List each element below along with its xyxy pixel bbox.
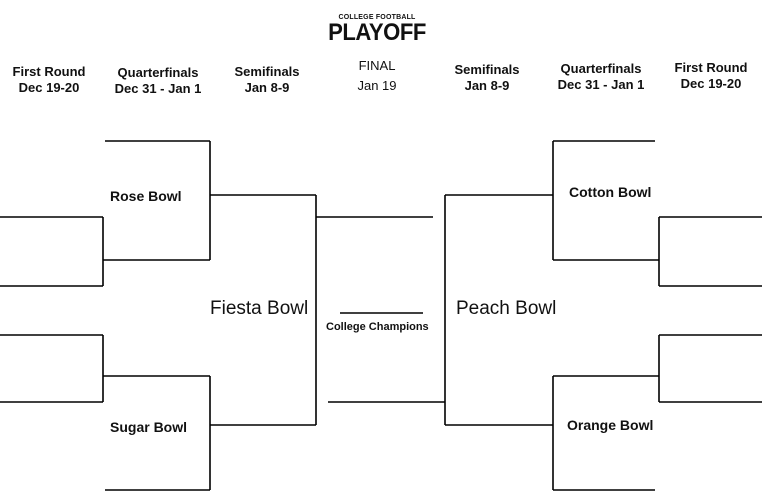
round-dates: Dec 19-20 xyxy=(680,76,742,91)
bowl-label-sugar: Sugar Bowl xyxy=(110,419,188,435)
champion-label: College Champions xyxy=(326,321,429,333)
bowl-label-rose: Rose Bowl xyxy=(110,188,182,204)
round-header-right-semifinals: Semifinals Jan 8-9 xyxy=(432,62,542,94)
round-name: Quarterfinals xyxy=(117,65,199,80)
round-dates: Jan 19 xyxy=(357,78,397,93)
round-header-final: FINAL Jan 19 xyxy=(322,58,432,94)
round-name: Quarterfinals xyxy=(560,61,642,76)
round-header-left-quarterfinals: Quarterfinals Dec 31 - Jan 1 xyxy=(103,65,213,97)
logo-top-line: COLLEGE FOOTBALL xyxy=(338,14,416,21)
bowl-label-orange: Orange Bowl xyxy=(567,417,654,433)
bowl-label-fiesta: Fiesta Bowl xyxy=(210,298,309,319)
round-dates: Dec 19-20 xyxy=(18,80,80,95)
bowl-label-cotton: Cotton Bowl xyxy=(569,184,652,200)
round-header-right-first: First Round Dec 19-20 xyxy=(656,60,762,92)
round-name: Semifinals xyxy=(454,62,520,77)
round-header-left-semifinals: Semifinals Jan 8-9 xyxy=(212,64,322,96)
round-dates: Dec 31 - Jan 1 xyxy=(557,77,645,92)
round-dates: Dec 31 - Jan 1 xyxy=(114,81,202,96)
bowl-label-peach: Peach Bowl xyxy=(456,298,557,319)
round-name: First Round xyxy=(674,60,748,75)
round-dates: Jan 8-9 xyxy=(244,80,290,95)
round-header-left-first: First Round Dec 19-20 xyxy=(0,64,104,96)
round-name: First Round xyxy=(12,64,86,79)
logo-main-text: PLAYOFF xyxy=(328,19,426,46)
round-dates: Jan 8-9 xyxy=(464,78,510,93)
round-header-right-quarterfinals: Quarterfinals Dec 31 - Jan 1 xyxy=(546,61,656,93)
playoff-logo: COLLEGE FOOTBALL PLAYOFF xyxy=(322,14,432,45)
round-name: Semifinals xyxy=(234,64,300,79)
round-name: FINAL xyxy=(358,58,396,73)
